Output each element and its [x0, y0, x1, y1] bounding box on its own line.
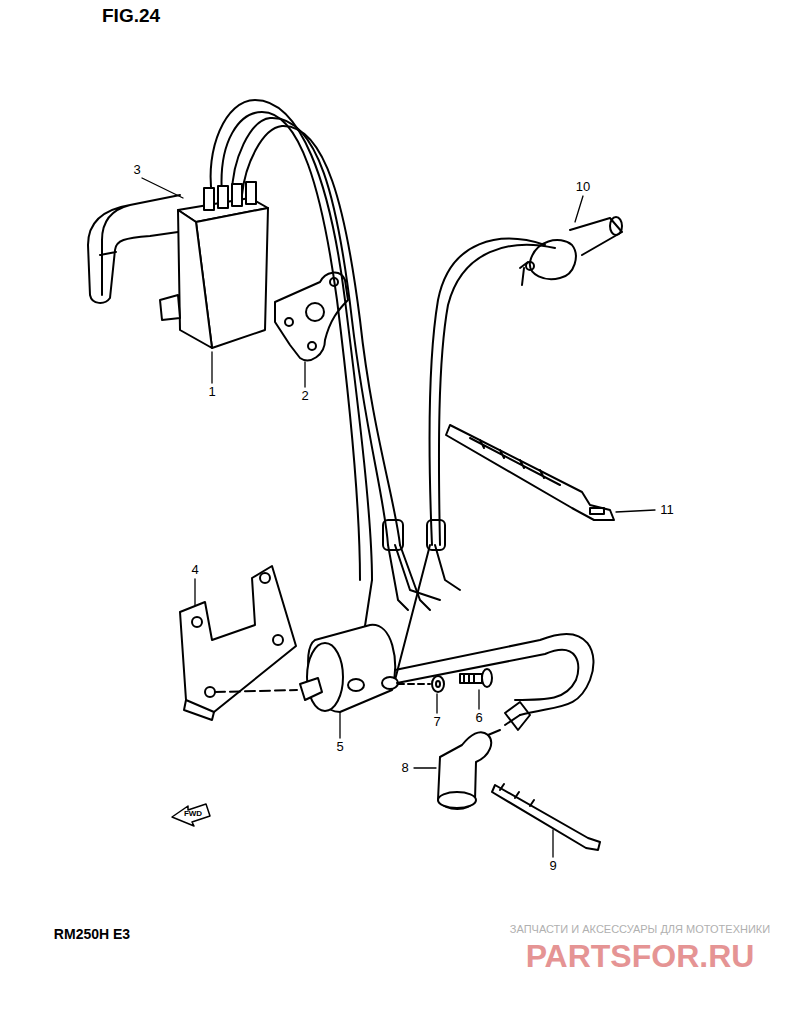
cdi-unit — [160, 182, 268, 348]
leader-line — [436, 694, 437, 713]
cdi-bracket — [88, 195, 180, 303]
leader-line — [575, 196, 583, 222]
leader-line — [211, 352, 212, 383]
leader-line — [339, 712, 340, 738]
model-code: RM250H E3 — [52, 927, 132, 942]
leader-line — [194, 579, 195, 605]
figure-title: FIG.24 — [100, 6, 162, 27]
plug-cap — [438, 715, 520, 809]
leader-line — [304, 362, 305, 387]
callout-number: 10 — [574, 180, 592, 194]
ignition-coil — [215, 625, 398, 712]
mounting-plate — [275, 273, 348, 361]
callout-number: 2 — [299, 389, 310, 403]
callout-number: 5 — [334, 740, 345, 754]
callout-number: 1 — [206, 385, 217, 399]
callout-number: 8 — [399, 761, 410, 775]
watermark: ЗАПЧАСТИ И АКСЕССУАРЫ ДЛЯ МОТОТЕХНИКИ — [508, 923, 772, 935]
callout-number: 3 — [131, 163, 142, 177]
coil-bracket — [180, 566, 296, 720]
leader-line — [142, 178, 183, 198]
callout-number: 11 — [658, 503, 676, 517]
watermark: PARTSFOR.RU — [524, 939, 757, 974]
leader-line — [478, 690, 479, 709]
leader-line — [616, 510, 655, 512]
callout-number: 6 — [473, 711, 484, 725]
direction-label: FWD — [182, 810, 204, 819]
wire-harness — [211, 100, 460, 685]
callout-number: 7 — [431, 715, 442, 729]
kill-switch — [427, 217, 622, 550]
high-tension-lead — [395, 634, 593, 730]
leader-line — [414, 767, 436, 768]
callout-number: 9 — [547, 859, 558, 873]
screw-and-washer — [398, 669, 492, 692]
callout-number: 4 — [189, 563, 200, 577]
forward-arrow — [172, 804, 210, 826]
cable-tie — [446, 425, 614, 520]
cable-tie-small — [492, 784, 600, 850]
leader-line — [552, 830, 553, 857]
